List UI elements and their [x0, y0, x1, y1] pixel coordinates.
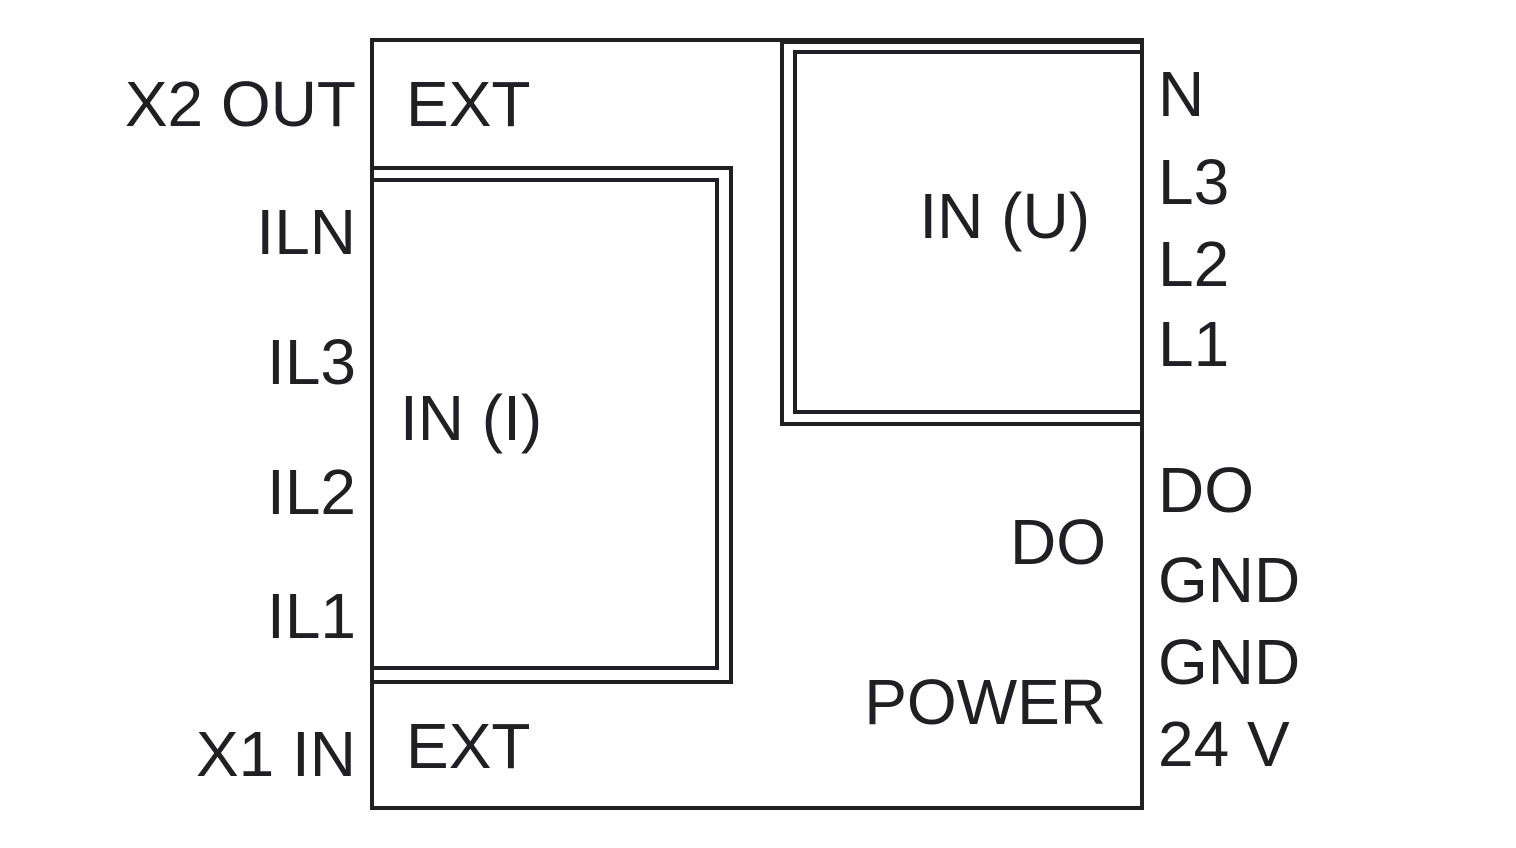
terminal-label-l2: L2	[1158, 228, 1229, 300]
power-label: POWER	[864, 666, 1106, 738]
terminal-label-n: N	[1158, 58, 1204, 130]
ext-label-bottom: EXT	[406, 710, 530, 782]
terminal-label-do: DO	[1158, 454, 1254, 526]
digital-output-label: DO	[1010, 506, 1106, 578]
terminal-label-l1: L1	[1158, 308, 1229, 380]
terminal-label-x1-in: X1 IN	[196, 718, 356, 790]
terminal-label-gnd-1: GND	[1158, 544, 1300, 616]
voltage-input-label: IN (U)	[919, 180, 1090, 252]
terminal-label-iln: ILN	[256, 196, 356, 268]
terminal-label-il3: IL3	[267, 326, 356, 398]
voltage-input-block-inner	[793, 50, 1142, 414]
terminal-label-24v: 24 V	[1158, 708, 1290, 780]
current-input-block-outer	[372, 166, 733, 684]
terminal-label-il2: IL2	[267, 456, 356, 528]
terminal-label-x2-out: X2 OUT	[125, 68, 356, 140]
voltage-input-block-outer	[780, 40, 1142, 426]
ext-label-top: EXT	[406, 68, 530, 140]
current-input-label: IN (I)	[400, 382, 542, 454]
terminal-label-gnd-2: GND	[1158, 626, 1300, 698]
current-input-block-inner	[372, 178, 719, 670]
terminal-label-il1: IL1	[267, 580, 356, 652]
terminal-label-l3: L3	[1158, 146, 1229, 218]
